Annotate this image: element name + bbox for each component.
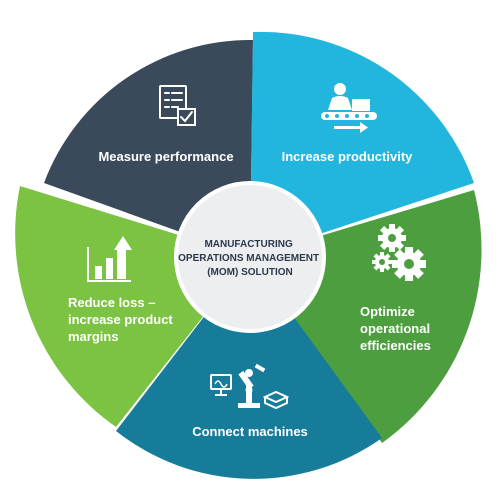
label-measure-performance: Measure performance — [98, 149, 233, 164]
checklist-icon — [159, 85, 196, 126]
conveyor-worker-icon — [321, 83, 377, 133]
label-connect-machines: Connect machines — [192, 424, 308, 439]
center-title-line-1: MANUFACTURING — [204, 239, 293, 250]
segment-increase-productivity — [250, 31, 474, 257]
gears-icon — [372, 224, 426, 281]
center-title-line-2: OPERATIONS MANAGEMENT — [178, 253, 319, 264]
label-increase-productivity: Increase productivity — [282, 149, 414, 164]
segment-connect-machines — [116, 257, 382, 479]
label-reduce-loss: Reduce loss – increase product margins — [68, 295, 176, 344]
center-hub — [174, 181, 326, 333]
label-optimize-efficiencies: Optimize operational efficiencies — [360, 304, 434, 353]
center-title: MANUFACTURING OPERATIONS MANAGEMENT (MOM… — [178, 239, 322, 278]
bar-chart-arrow-icon — [87, 236, 132, 282]
robot-arm-computer-icon — [210, 363, 290, 410]
center-title-line-3: (MOM) SOLUTION — [207, 267, 293, 278]
